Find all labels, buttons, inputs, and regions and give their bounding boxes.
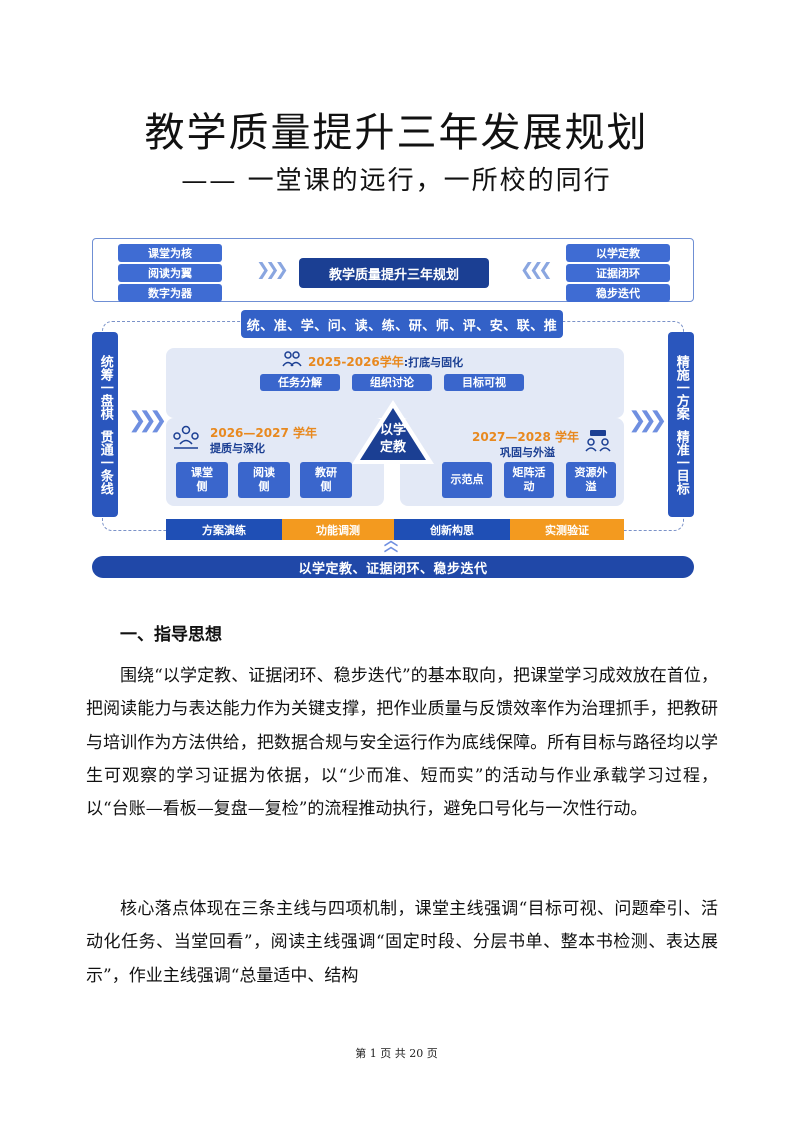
phase1-tag-1: 任务分解 [260, 374, 340, 391]
paragraph-2: 核心落点体现在三条主线与四项机制，课堂主线强调“目标可视、问题牵引、活动化任务、… [86, 899, 718, 986]
center-plan-title: 教学质量提升三年规划 [299, 258, 489, 288]
left-side-bar: 统筹一盘棋 贯通一条线 [92, 332, 118, 517]
phase3-tag-2: 矩阵活动 [504, 462, 554, 498]
phase3-tag-3: 资源外溢 [566, 462, 616, 498]
step-1: 方案演练 [166, 519, 282, 540]
phase3-tag-1: 示范点 [442, 462, 492, 498]
right-side-text-1: 精施一方案 [673, 354, 689, 420]
phase2-tag-3: 教研侧 [300, 462, 352, 498]
arrow-right-icon: ❯❯❯ [128, 408, 167, 433]
left-side-text-2: 贯通一条线 [97, 429, 113, 495]
phase1-tag-3: 目标可视 [444, 374, 524, 391]
step-4: 实测验证 [510, 519, 624, 540]
phase1-sub: :打底与固化 [403, 356, 464, 369]
right-side-bar: 精施一方案 精准一目标 [668, 332, 694, 517]
phase2-tag-1: 课堂侧 [176, 462, 228, 498]
right-side-text-2: 精准一目标 [673, 429, 689, 495]
arrow-up-icon: ︿︿ [384, 533, 398, 555]
document-title: 教学质量提升三年发展规划 [144, 110, 649, 156]
phase2-tag-2: 阅读侧 [238, 462, 290, 498]
phase1-title: 2025-2026学年 [308, 355, 404, 369]
chevron-left-icon: ❮❮❮ [520, 260, 553, 280]
phase1-header: 2025-2026学年:打底与固化 [308, 351, 463, 370]
left-pill-1: 课堂为核 [118, 244, 222, 262]
phase2-title: 2026—2027 学年 [210, 426, 317, 440]
center-triangle [350, 398, 436, 466]
right-pill-3: 稳步迭代 [566, 284, 670, 302]
chevron-right-icon: ❯❯❯ [256, 260, 289, 280]
phase3-title: 2027—2028 学年 [472, 430, 579, 444]
left-side-text-1: 统筹一盘棋 [97, 354, 113, 420]
team-icon [172, 424, 200, 450]
right-pill-1: 以学定教 [566, 244, 670, 262]
center-triangle-text: 以学定教 [379, 423, 406, 455]
step-2: 功能调测 [282, 519, 394, 540]
section-heading: 一、指导思想 [120, 625, 222, 645]
plan-diagram: 课堂为核 阅读为翼 数字为器 ❯❯❯ 教学质量提升三年规划 ❮❮❮ 以学定教 证… [88, 238, 698, 582]
step-3: 创新构思 [394, 519, 510, 540]
left-pill-2: 阅读为翼 [118, 264, 222, 282]
bottom-bar: 以学定教、证据闭环、稳步迭代 [92, 556, 694, 578]
page-footer: 第 1 页 共 20 页 [355, 1047, 438, 1060]
meeting-icon [584, 428, 612, 452]
document-subtitle: —— 一堂课的远行，一所校的同行 [181, 166, 612, 196]
people-icon [282, 350, 302, 368]
phase2-sub: 提质与深化 [210, 442, 265, 455]
right-pill-2: 证据闭环 [566, 264, 670, 282]
left-pill-3: 数字为器 [118, 284, 222, 302]
phase1-tag-2: 组织讨论 [352, 374, 432, 391]
paragraph-1: 围绕“以学定教、证据闭环、稳步迭代”的基本取向，把课堂学习成效放在首位，把阅读能… [86, 666, 718, 820]
phase3-sub: 巩固与外溢 [500, 446, 555, 459]
verbs-bar: 统、准、学、问、读、练、研、师、评、安、联、推 [241, 310, 563, 338]
arrow-right-icon-2: ❯❯❯ [628, 408, 667, 433]
